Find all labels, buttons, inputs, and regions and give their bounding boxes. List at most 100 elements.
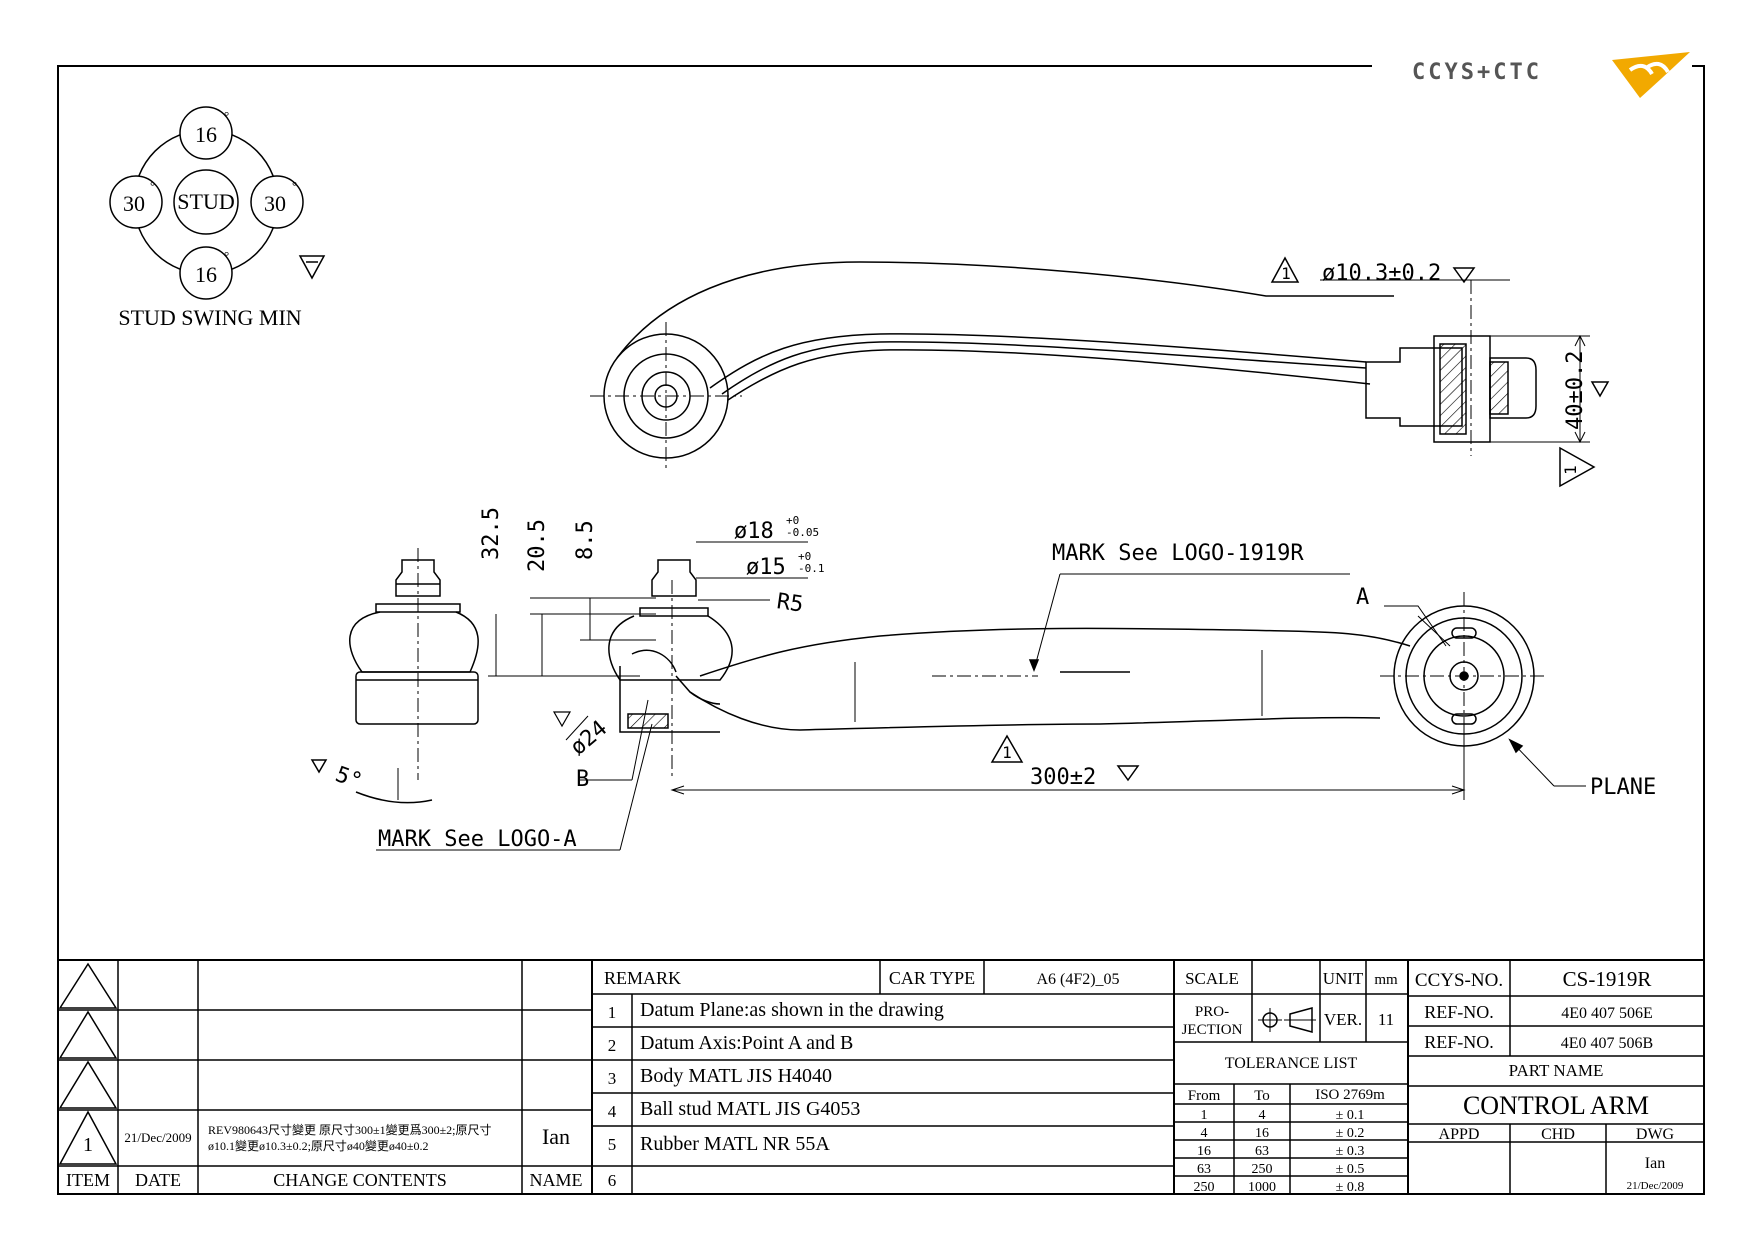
svg-text:°: ° [224, 108, 229, 123]
header-item: ITEM [66, 1170, 110, 1190]
svg-text:± 0.5: ± 0.5 [1336, 1162, 1365, 1177]
revision-date: 21/Dec/2009 [124, 1130, 191, 1145]
car-type-label: CAR TYPE [889, 968, 975, 988]
mark-logo-1919r-label: MARK See LOGO-1919R [1052, 541, 1304, 566]
remark-3: Body MATL JIS H4040 [640, 1065, 832, 1087]
svg-text:± 0.3: ± 0.3 [1336, 1144, 1365, 1159]
part-name-value: CONTROL ARM [1463, 1091, 1649, 1120]
ball-joint-detail [310, 548, 479, 804]
car-type-value: A6 (4F2)_05 [1036, 971, 1119, 988]
scale-label: SCALE [1185, 969, 1239, 988]
dim-top-diameter: ø10.3±0.2 [1322, 261, 1441, 286]
ver-value: 11 [1378, 1010, 1394, 1029]
svg-text:1: 1 [1561, 465, 1580, 475]
appd-label: APPD [1439, 1126, 1480, 1143]
swing-left-value: 30 [123, 191, 145, 216]
unit-value: mm [1374, 972, 1398, 988]
remark-1: Datum Plane:as shown in the drawing [640, 999, 944, 1021]
swing-top-value: 16 [195, 122, 217, 147]
svg-text:ISO 2769m: ISO 2769m [1315, 1087, 1385, 1103]
revision-name: Ian [542, 1124, 570, 1149]
company-logo: CCYS+CTC [1412, 52, 1690, 98]
svg-text:1000: 1000 [1248, 1180, 1276, 1195]
swing-bottom-value: 16 [195, 262, 217, 287]
drawing-frame [57, 65, 1705, 1195]
svg-text:+0: +0 [786, 514, 799, 527]
plane-label: PLANE [1590, 775, 1656, 800]
chd-label: CHD [1541, 1126, 1575, 1143]
dwg-date: 21/Dec/2009 [1627, 1180, 1684, 1192]
ccys-no-value: CS-1919R [1563, 967, 1652, 991]
dim-20-5: 20.5 [525, 519, 550, 572]
remark-5: Rubber MATL NR 55A [640, 1133, 830, 1155]
dim-dia-15: ø15 [746, 555, 786, 580]
svg-text:16: 16 [1255, 1126, 1269, 1141]
dim-8-5: 8.5 [573, 520, 598, 560]
stud-swing-diagram [109, 106, 326, 300]
svg-text:250: 250 [1194, 1180, 1215, 1195]
stud-swing-caption: STUD SWING MIN [118, 305, 301, 330]
svg-text:+0: +0 [798, 550, 811, 563]
svg-text:°: ° [224, 248, 229, 263]
svg-text:2: 2 [608, 1036, 617, 1055]
dim-angle-5: 5° [332, 762, 365, 795]
ref-no-value-2: 4E0 407 506B [1561, 1035, 1653, 1052]
svg-text:4: 4 [608, 1102, 617, 1121]
unit-label: UNIT [1323, 969, 1364, 988]
part-name-label: PART NAME [1509, 1061, 1604, 1080]
svg-text:63: 63 [1197, 1162, 1211, 1177]
svg-text:6: 6 [608, 1171, 617, 1190]
svg-text:± 0.2: ± 0.2 [1336, 1126, 1365, 1141]
swing-center-label: STUD [177, 189, 234, 214]
dwg-name: Ian [1645, 1155, 1665, 1172]
mark-logo-a-label: MARK See LOGO-A [378, 827, 577, 852]
svg-text:°: ° [150, 178, 155, 193]
dim-r5: R5 [775, 589, 805, 617]
svg-text:°: ° [292, 178, 297, 193]
svg-text:± 0.8: ± 0.8 [1336, 1180, 1365, 1195]
svg-text:From: From [1188, 1088, 1221, 1104]
dim-dia-18: ø18 [734, 519, 774, 544]
svg-text:-0.05: -0.05 [786, 526, 819, 539]
svg-text:JECTION: JECTION [1182, 1022, 1243, 1038]
header-date: DATE [135, 1170, 181, 1190]
ver-label: VER. [1324, 1010, 1362, 1029]
swing-right-value: 30 [264, 191, 286, 216]
header-change-contents: CHANGE CONTENTS [273, 1170, 447, 1190]
logo-mark-icon [1612, 52, 1690, 98]
header-name: NAME [530, 1170, 583, 1190]
title-block [58, 959, 1704, 1194]
revision-contents-2: ø10.1變更ø10.3±0.2;原尺寸ø40變更ø40±0.2 [208, 1138, 429, 1153]
svg-text:63: 63 [1255, 1144, 1269, 1159]
revision-item: 1 [83, 1134, 93, 1156]
svg-text:-0.1: -0.1 [798, 562, 825, 575]
dim-height-40: 40±0.2 [1563, 351, 1588, 430]
svg-text:3: 3 [608, 1069, 617, 1088]
svg-text:16: 16 [1197, 1144, 1211, 1159]
side-view-control-arm [376, 541, 1586, 851]
dwg-label: DWG [1636, 1126, 1675, 1143]
svg-text:5: 5 [608, 1135, 617, 1154]
svg-text:1: 1 [608, 1003, 617, 1022]
point-b-label: B [576, 767, 589, 792]
svg-text:1: 1 [1281, 264, 1291, 283]
svg-text:4: 4 [1201, 1126, 1208, 1141]
top-view-control-arm [590, 256, 1610, 488]
ref-no-label-1: REF-NO. [1424, 1002, 1494, 1022]
svg-text:1: 1 [1002, 743, 1012, 762]
svg-text:1: 1 [1201, 1108, 1208, 1123]
svg-text:PRO-: PRO- [1195, 1004, 1229, 1020]
dim-dia-24: ø24 [566, 716, 613, 761]
svg-text:± 0.1: ± 0.1 [1336, 1108, 1365, 1123]
ccys-no-label: CCYS-NO. [1415, 970, 1503, 991]
svg-text:4: 4 [1259, 1108, 1266, 1123]
svg-text:To: To [1254, 1088, 1270, 1104]
ref-no-value-1: 4E0 407 506E [1561, 1005, 1653, 1022]
svg-text:250: 250 [1252, 1162, 1273, 1177]
revision-contents-1: REV980643尺寸變更 原尺寸300±1變更爲300±2;原尺寸 [208, 1122, 492, 1137]
ref-no-label-2: REF-NO. [1424, 1032, 1494, 1052]
remark-header: REMARK [604, 968, 681, 988]
svg-text:CCYS+CTC: CCYS+CTC [1412, 60, 1542, 85]
point-a-label: A [1356, 585, 1369, 610]
